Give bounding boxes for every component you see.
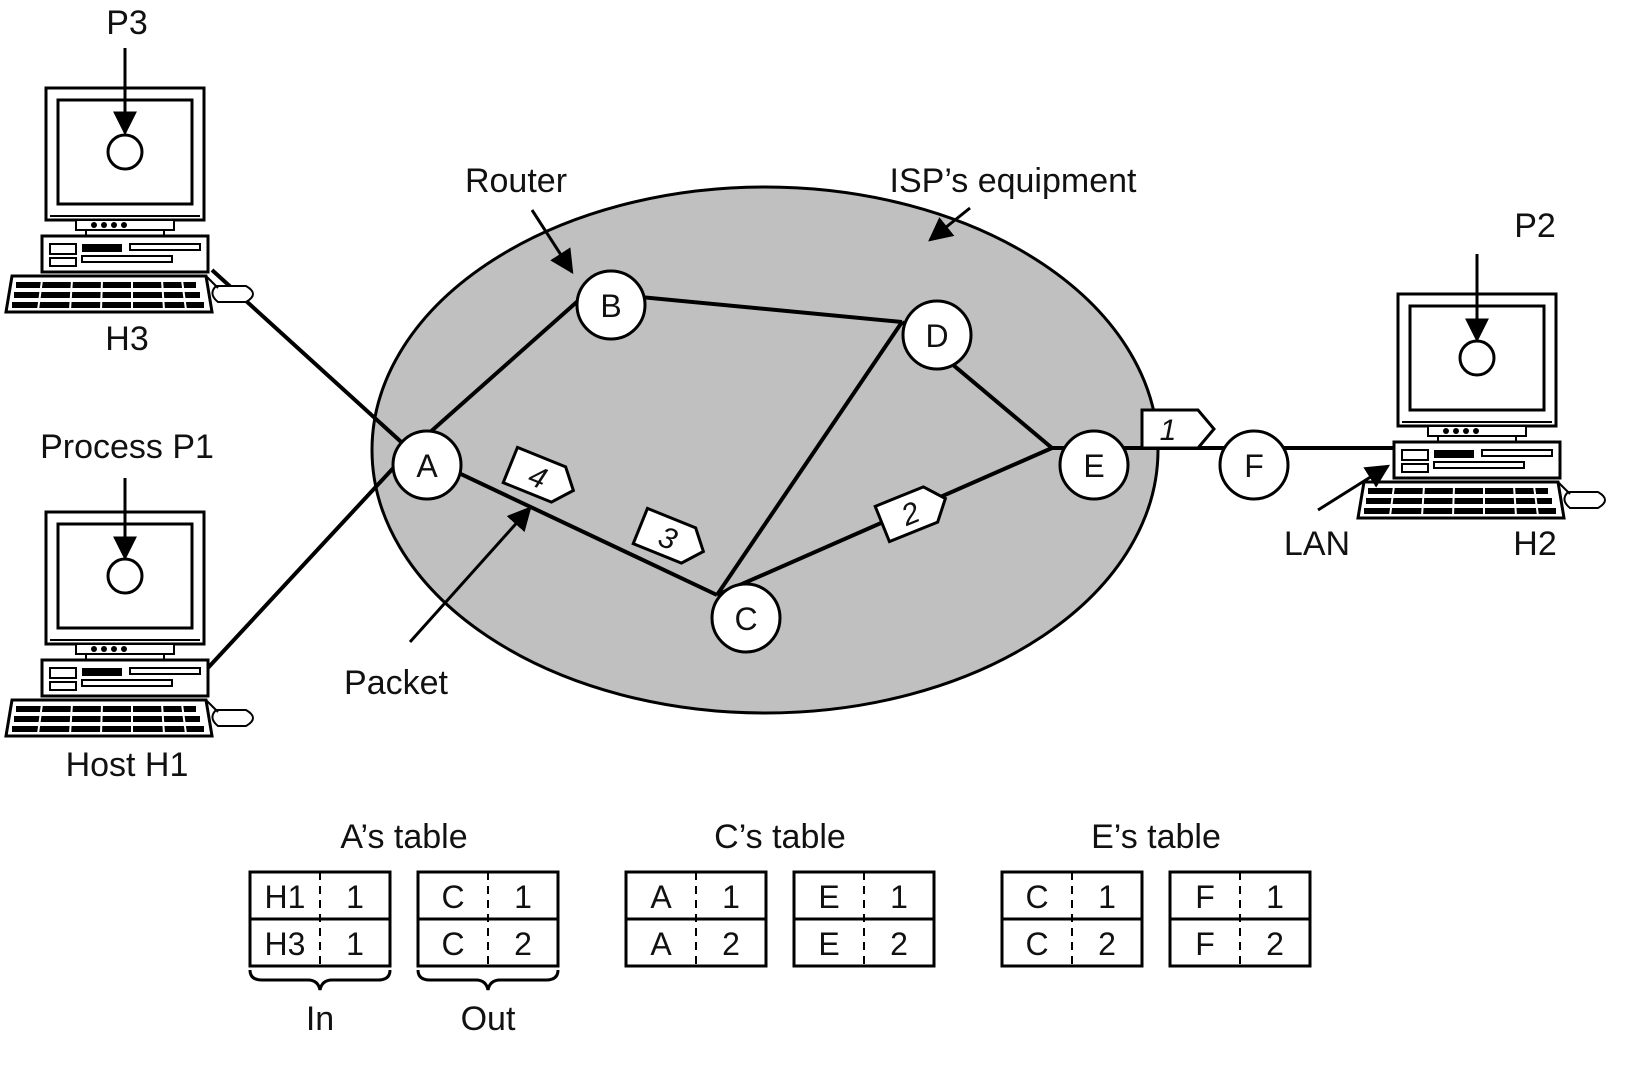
router-d: D [901, 299, 973, 371]
table-cell: E [818, 879, 839, 915]
e-table-out: F 1 F 2 [1168, 870, 1312, 968]
table-cell: E [818, 926, 839, 962]
out-label: Out [461, 1000, 516, 1038]
router-nodes: A B C D E F [391, 269, 1290, 654]
router-f-label: F [1244, 448, 1264, 484]
c-table: C’s table A 1 A 2 E 1 E 2 [624, 818, 936, 968]
table-cell: A [650, 879, 672, 915]
table-cell: A [650, 926, 672, 962]
e-table: E’s table C 1 C 2 F 1 F 2 [1000, 818, 1312, 968]
table-cell: F [1195, 926, 1215, 962]
c-table-title: C’s table [714, 818, 846, 856]
packet-3: 3 [631, 506, 706, 565]
table-cell: H1 [265, 879, 306, 915]
a-table: A’s table H1 1 H3 1 C 1 C 2 In Out [248, 818, 560, 1038]
host-h1-computer-icon [4, 510, 255, 738]
p3-label: P3 [106, 4, 148, 42]
router-label: Router [465, 162, 567, 200]
packet-label: Packet [344, 664, 448, 702]
table-cell: C [441, 926, 464, 962]
host-h3-computer-icon [4, 86, 255, 314]
in-brace [248, 969, 392, 991]
router-c-label: C [734, 601, 757, 637]
h2-label: H2 [1513, 525, 1556, 563]
host-h1-label: Host H1 [66, 746, 189, 784]
out-brace [416, 969, 560, 991]
packet-arrow [408, 506, 532, 644]
packet-4: 4 [501, 445, 576, 504]
link-c-d [715, 320, 904, 597]
table-cell: 1 [514, 879, 532, 915]
router-d-label: D [925, 318, 948, 354]
router-a-label: A [416, 448, 438, 484]
table-cell: 2 [890, 926, 908, 962]
in-label: In [306, 1000, 334, 1038]
table-cell: 1 [722, 879, 740, 915]
p2-label: P2 [1514, 207, 1556, 245]
a-table-in: H1 1 H3 1 [248, 870, 392, 968]
table-cell: 2 [722, 926, 740, 962]
process-p1-label: Process P1 [40, 428, 214, 466]
e-table-in: C 1 C 2 [1000, 870, 1144, 968]
e-table-title: E’s table [1091, 818, 1221, 856]
isp-arrow [928, 206, 971, 242]
table-cell: 2 [514, 926, 532, 962]
a-table-out: C 1 C 2 [416, 870, 560, 968]
router-e-label: E [1083, 448, 1104, 484]
packet-1-label: 1 [1160, 414, 1177, 447]
table-cell: H3 [265, 926, 306, 962]
router-b: B [575, 269, 647, 341]
router-f: F [1218, 429, 1290, 501]
router-arrow [530, 209, 574, 275]
link-h1-a [204, 448, 412, 672]
table-cell: 1 [890, 879, 908, 915]
packet-1: 1 [1140, 408, 1216, 450]
table-cell: 1 [346, 926, 364, 962]
table-cell: F [1195, 879, 1215, 915]
a-table-title: A’s table [340, 818, 467, 856]
c-table-out: E 1 E 2 [792, 870, 936, 968]
table-cell: 2 [1266, 926, 1284, 962]
router-e: E [1058, 429, 1130, 501]
table-cell: C [1025, 926, 1048, 962]
router-a: A [391, 429, 463, 501]
table-cell: C [1025, 879, 1048, 915]
host-h2-computer-icon [1356, 292, 1607, 520]
table-cell: 1 [346, 879, 364, 915]
lan-label: LAN [1284, 525, 1350, 563]
table-cell: 2 [1098, 926, 1116, 962]
lan-arrow [1317, 464, 1391, 512]
router-c: C [710, 582, 782, 654]
router-b-label: B [600, 288, 621, 324]
h3-label: H3 [105, 320, 148, 358]
table-cell: 1 [1098, 879, 1116, 915]
c-table-in: A 1 A 2 [624, 870, 768, 968]
table-cell: C [441, 879, 464, 915]
table-cell: 1 [1266, 879, 1284, 915]
isp-equipment-label: ISP’s equipment [890, 162, 1138, 200]
link-a-b [408, 290, 590, 452]
packet-2: 2 [873, 485, 948, 544]
